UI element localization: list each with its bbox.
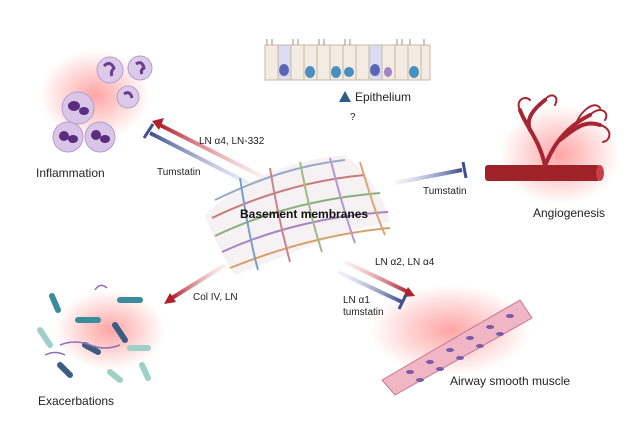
arrow-label-exacerbations-promote: Col IV, LN — [193, 292, 238, 303]
arrow-label-inflammation-inhibit: Tumstatin — [157, 167, 201, 178]
node-exacerbations-label: Exacerbations — [38, 394, 115, 408]
arrow-angiogenesis-inhibit — [394, 161, 468, 185]
arrow-epithelium — [339, 91, 351, 145]
epithelium-layer-icon — [264, 39, 431, 81]
center-basement-membranes-label: Basement membranes — [240, 207, 369, 221]
neutrophil-cell-icon — [40, 50, 153, 153]
smooth-muscle-icon — [370, 285, 533, 396]
basement-membrane-mesh-icon — [205, 155, 391, 275]
arrow-label-angiogenesis-inhibit: Tumstatin — [423, 186, 467, 197]
arrow-exacerbations-promote — [164, 263, 227, 304]
node-inflammation-label: Inflammation — [36, 166, 105, 180]
blood-vessel-icon — [485, 94, 620, 205]
arrow-label-asm-inhibit-line2: tumstatin — [343, 307, 384, 318]
arrow-label-epithelium: ? — [350, 112, 356, 123]
node-epithelium-label: Epithelium — [355, 90, 412, 104]
node-airway-smooth-muscle-label: Airway smooth muscle — [450, 374, 571, 388]
node-angiogenesis-label: Angiogenesis — [533, 206, 606, 220]
bacteria-icon — [37, 284, 165, 383]
arrow-label-asm-promote: LN α2, LN α4 — [375, 257, 435, 268]
arrow-asm-inhibit — [337, 270, 408, 310]
arrow-asm-promote — [344, 260, 415, 297]
arrow-inflammation-promote — [152, 118, 266, 180]
arrow-label-asm-inhibit-line1: LN α1 — [343, 295, 370, 306]
arrow-label-inflammation-promote: LN α4, LN-332 — [199, 136, 265, 147]
